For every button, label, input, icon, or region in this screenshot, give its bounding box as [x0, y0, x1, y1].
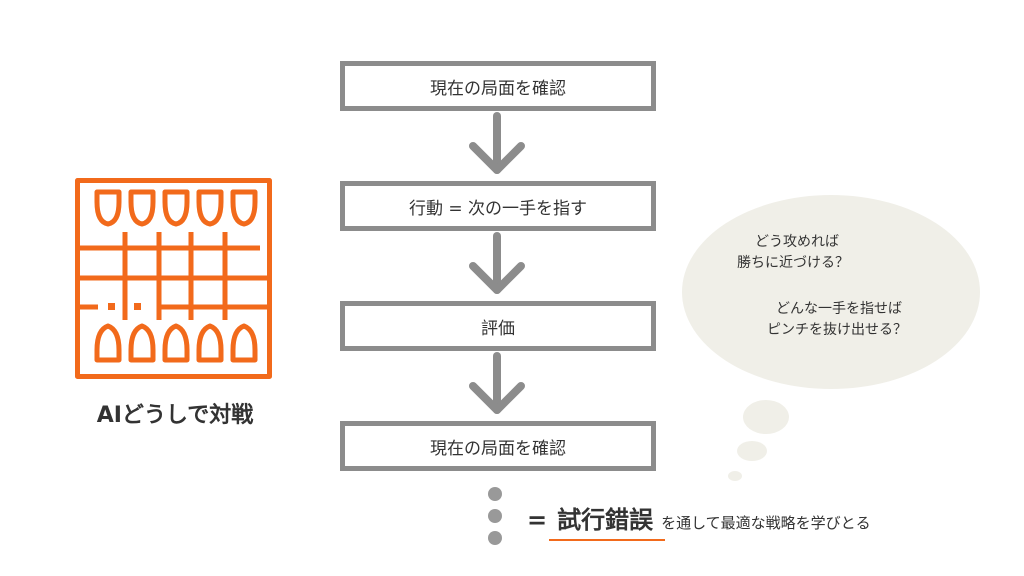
question-line: 勝ちに近づける？ — [737, 255, 849, 271]
arrow-down-icon — [469, 352, 525, 414]
bubble-question-2: どんな一手を指せば ピンチを抜け出せる？ — [767, 299, 907, 341]
flow-step-action: 行動 = 次の一手を指す — [340, 181, 656, 231]
flow-step-label: 現在の局面を確認 — [430, 438, 566, 459]
keyword-underline — [549, 539, 665, 541]
question-line: ピンチを抜け出せる？ — [767, 322, 907, 338]
flow-step-observe: 現在の局面を確認 — [340, 61, 656, 111]
logo-label: AIどうしで対戦 — [96, 403, 254, 428]
summary-text: を通して最適な戦略を学びとる — [661, 514, 871, 532]
summary-line: = 試行錯誤 を通して最適な戦略を学びとる — [527, 500, 871, 535]
flow-step-evaluate: 評価 — [340, 301, 656, 351]
flow-step-label: 評価 — [481, 318, 515, 339]
flow-step-observe-again: 現在の局面を確認 — [340, 421, 656, 471]
bubble-question-1: どう攻めれば 勝ちに近づける？ — [737, 232, 849, 274]
ellipsis-dot — [488, 487, 502, 501]
flow-step-label: 現在の局面を確認 — [430, 78, 566, 99]
thought-bubble — [682, 195, 980, 481]
ellipsis-dot — [488, 531, 502, 545]
equals-sign: = — [527, 506, 548, 534]
question-line: どんな一手を指せば — [776, 301, 902, 317]
flow-step-label: 行動 = 次の一手を指す — [408, 198, 588, 219]
shogi-board-icon — [75, 178, 272, 379]
arrow-down-icon — [469, 232, 525, 294]
ellipsis-dot — [488, 509, 502, 523]
question-line: どう攻めれば — [755, 234, 839, 250]
arrow-down-icon — [469, 112, 525, 174]
summary-keyword: 試行錯誤 — [557, 506, 654, 534]
